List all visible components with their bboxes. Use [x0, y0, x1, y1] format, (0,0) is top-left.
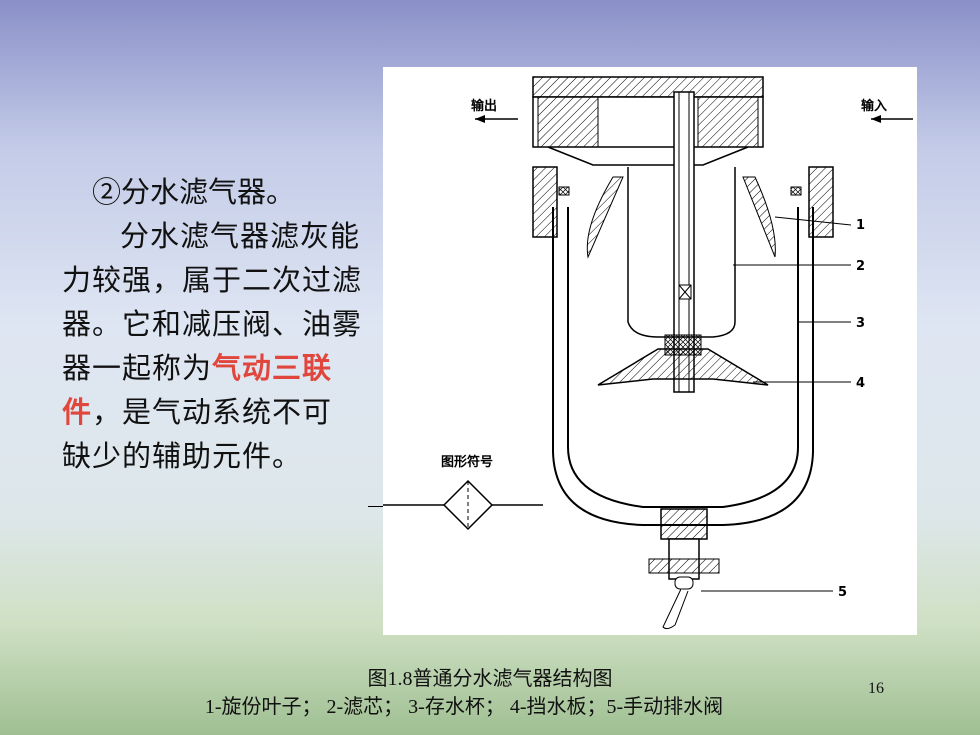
callout-3: 3 [856, 316, 865, 331]
input-label: 输入 [861, 98, 887, 114]
output-label: 输出 [471, 98, 497, 114]
body-paragraph: 分水滤气器滤灰能力较强，属于二次过滤器。它和减压阀、油雾器一起称为气动三联件，是… [62, 214, 362, 478]
callout-5: 5 [838, 585, 847, 600]
callout-1: 1 [856, 218, 865, 233]
page-number: 16 [868, 680, 884, 697]
callout-4: 4 [856, 376, 865, 391]
body-text-1: 分水滤气器滤灰能力较强，属于二次过滤器。它和减压阀、油雾器一起称为 [62, 219, 363, 385]
diagram-drawing: 输出 输入 1 2 3 4 5 图形符号 [383, 76, 913, 630]
heading-line: ②分水滤气器。 [92, 175, 296, 209]
body-text-2: ，是气动系统不可缺少的辅助元件。 [62, 395, 333, 473]
figure-caption-title: 图1.8普通分水滤气器结构图 [367, 668, 613, 690]
symbol-label: 图形符号 [441, 454, 493, 470]
filter-diagram: 输出 输入 1 2 3 4 5 图形符号 [383, 67, 917, 635]
figure-caption-legend: 1-旋份叶子； 2-滤芯； 3-存水杯； 4-挡水板；5-手动排水阀 [204, 696, 724, 718]
highlight-term: 气动三联件 [62, 351, 333, 429]
callout-2: 2 [856, 259, 865, 274]
description-text: ②分水滤气器。 分水滤气器滤灰能力较强，属于二次过滤器。它和减压阀、油雾器一起称… [62, 170, 362, 478]
